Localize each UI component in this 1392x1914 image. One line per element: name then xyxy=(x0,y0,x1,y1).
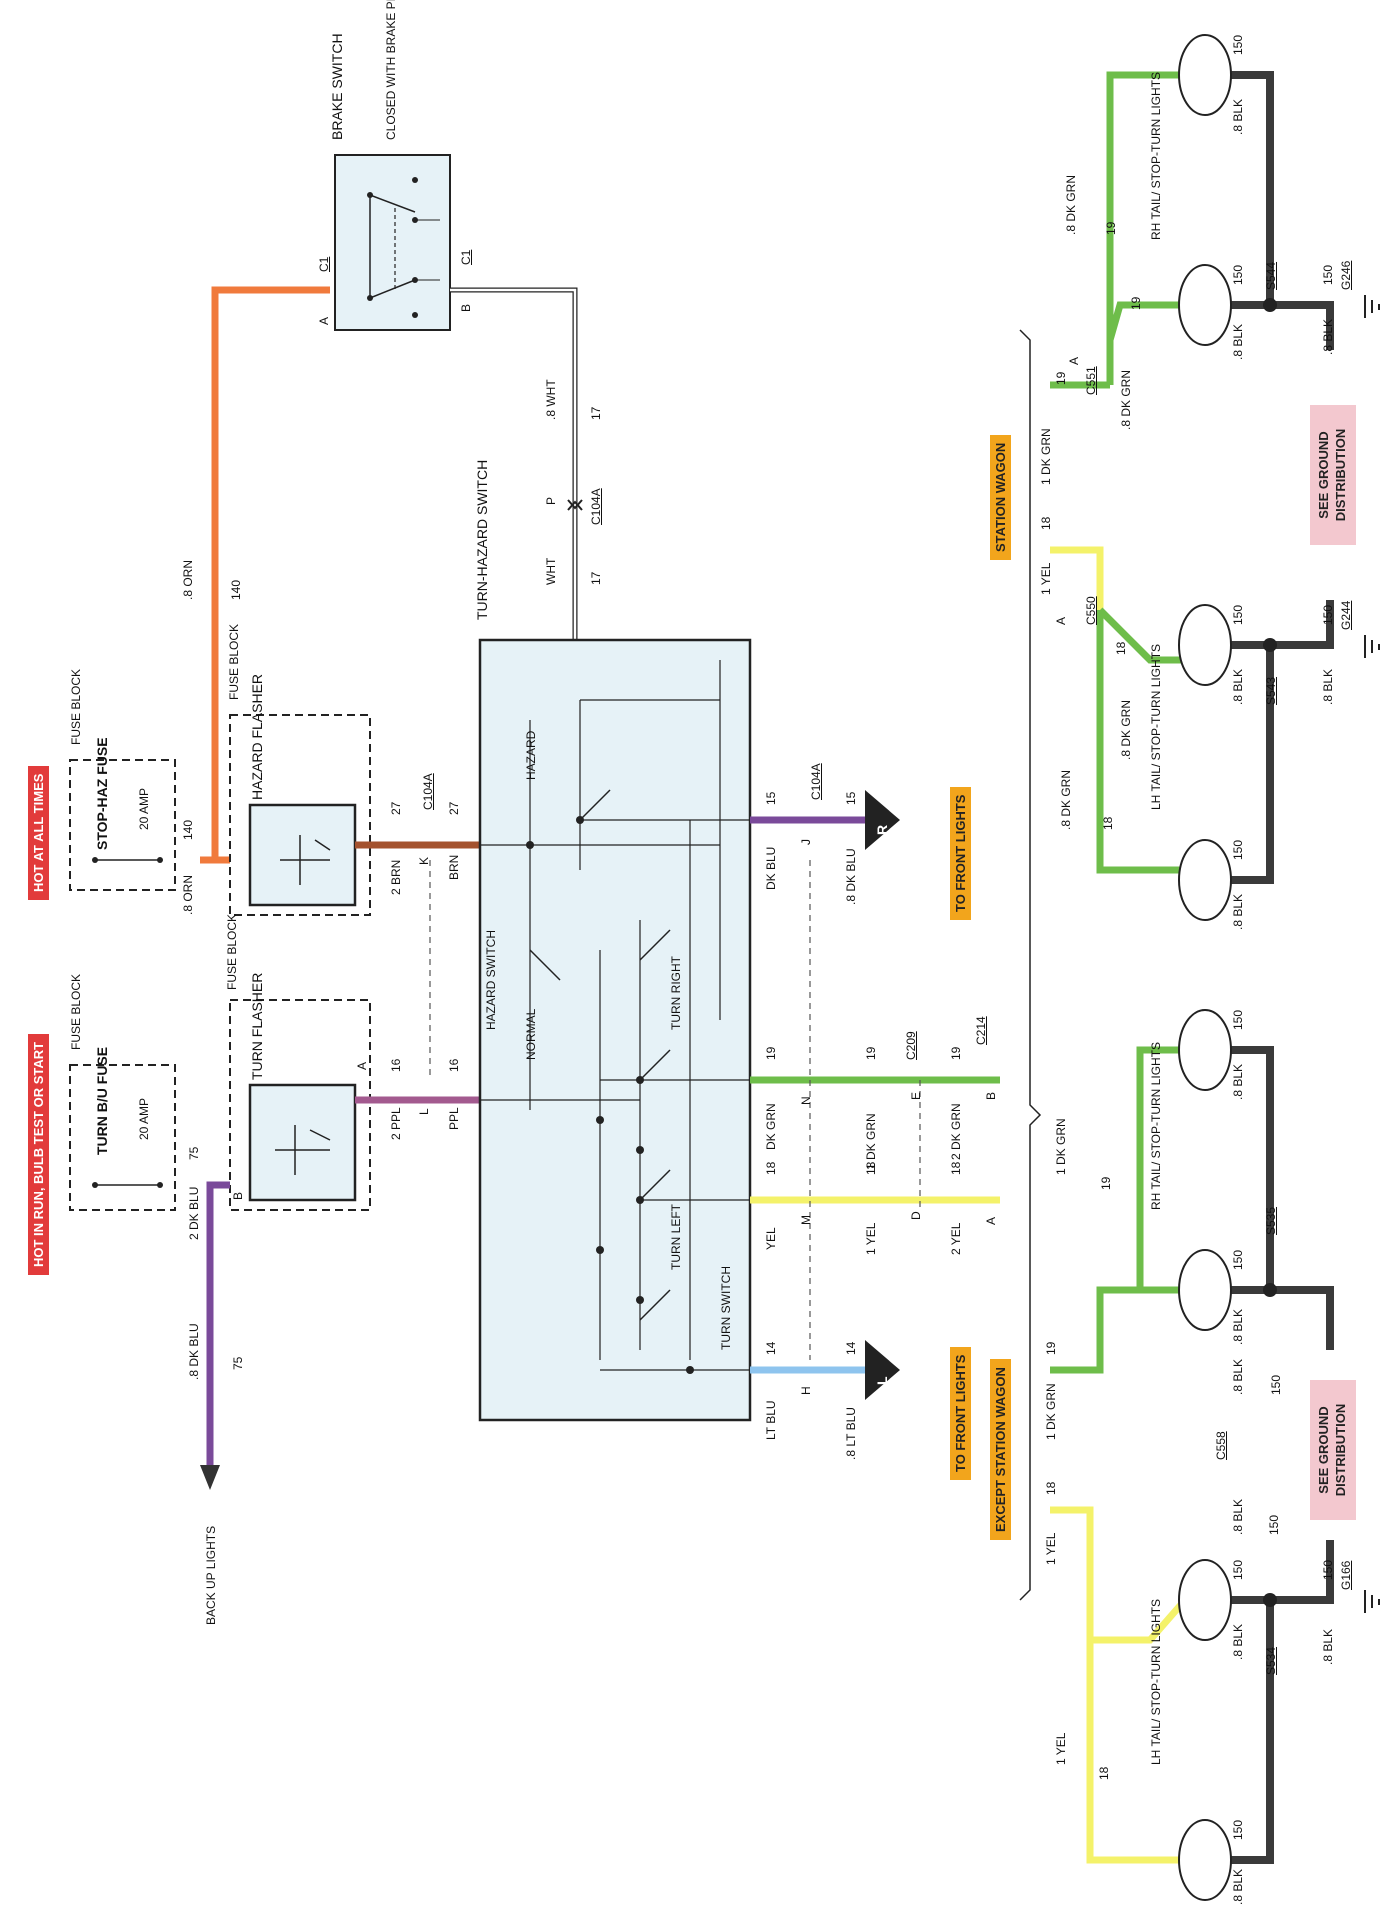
station-wagon-lights xyxy=(1050,34,1380,921)
turn-hazard-switch-box xyxy=(478,638,752,1422)
turn-flasher-box xyxy=(229,999,371,1211)
wire-ltblu-14 xyxy=(750,1340,900,1400)
wagon-bracket xyxy=(1019,329,1042,1601)
fuse-block-stop-haz xyxy=(69,759,176,891)
brake-switch-box xyxy=(334,154,451,331)
fuse-block-turn-bu xyxy=(69,1064,176,1211)
wire-dkblu-75 xyxy=(200,1181,230,1490)
connector-dashes xyxy=(429,860,921,1360)
wire-dkblu-15 xyxy=(750,790,900,850)
hazard-flasher-box xyxy=(229,714,371,916)
except-wagon-lights xyxy=(1050,1009,1380,1901)
wire-white-17 xyxy=(450,287,583,640)
